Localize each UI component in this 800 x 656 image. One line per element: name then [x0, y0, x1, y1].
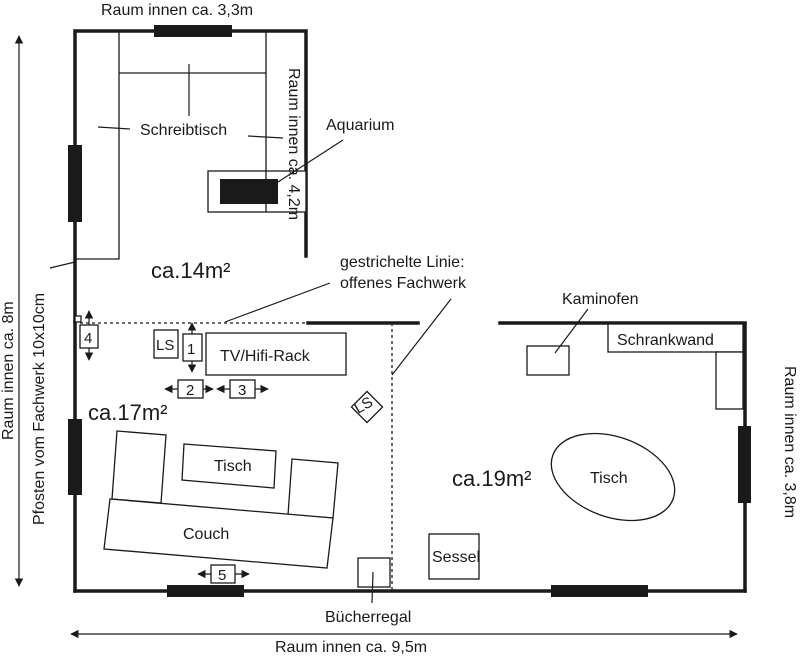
aquarium [207, 139, 344, 213]
aquarium-label: Aquarium [326, 117, 394, 134]
note-leader-2 [391, 298, 452, 376]
window-dining-bottom [551, 585, 648, 597]
windows [68, 25, 751, 597]
stove [526, 345, 570, 376]
marker-2-label: 2 [186, 382, 194, 399]
dimension-post: Pfosten vom Fachwerk 10x10cm [31, 293, 48, 525]
stove-leader [554, 308, 589, 354]
dimension-right: Raum innen ca. 3,8m [781, 366, 798, 518]
dining-table-label: Tisch [590, 470, 628, 487]
tv-rack-label: TV/Hifi-Rack [220, 348, 311, 365]
marker-3-label: 3 [238, 382, 246, 399]
marker-4-label: 4 [84, 330, 92, 347]
window-living-bottom [167, 585, 244, 597]
dining-table [550, 432, 676, 522]
post-leader [49, 261, 76, 269]
bookshelf-leader [371, 571, 374, 604]
window-office-left [68, 145, 82, 222]
speaker-right-label: LS [352, 394, 376, 418]
dimension-left: Raum innen ca. 8m [0, 301, 17, 440]
desk-label: Schreibtisch [140, 122, 227, 139]
couch-label: Couch [183, 526, 229, 543]
stove-label: Kaminofen [562, 291, 639, 308]
speaker-left [153, 329, 179, 359]
note-leader-1 [224, 282, 331, 323]
window-living-left [68, 419, 82, 495]
coffee-table [181, 443, 277, 489]
marker-2 [164, 379, 214, 399]
framework-post [74, 315, 82, 323]
note-line1: gestrichelte Linie: [340, 254, 465, 271]
dimension-top: Raum innen ca. 3,3m [101, 2, 253, 19]
bookshelf-label: Bücherregal [325, 609, 411, 626]
wall-unit [607, 323, 744, 410]
tv-rack [205, 332, 347, 376]
desk [75, 31, 284, 260]
dimension-office-right: Raum innen ca. 4,2m [285, 68, 302, 220]
armchair [428, 533, 480, 580]
speaker-left-label: LS [156, 337, 174, 354]
marker-5 [197, 564, 250, 584]
area-living: ca.17m² [88, 400, 167, 425]
marker-4 [79, 310, 99, 361]
area-office: ca.14m² [151, 258, 230, 283]
marker-5-label: 5 [218, 567, 226, 584]
area-dining: ca.19m² [452, 466, 531, 491]
dimension-bottom: Raum innen ca. 9,5m [275, 639, 427, 656]
note-line2: offenes Fachwerk [340, 275, 467, 292]
window-office-top [154, 25, 232, 37]
bookshelf [357, 557, 391, 588]
wall-unit-label: Schrankwand [617, 332, 714, 349]
couch [103, 430, 339, 569]
armchair-label: Sessel [432, 549, 480, 566]
window-dining-right [738, 426, 751, 503]
speaker-right [350, 390, 384, 424]
marker-3 [216, 379, 269, 399]
marker-1 [182, 322, 203, 373]
coffee-table-label: Tisch [214, 458, 252, 475]
marker-1-label: 1 [187, 341, 195, 358]
